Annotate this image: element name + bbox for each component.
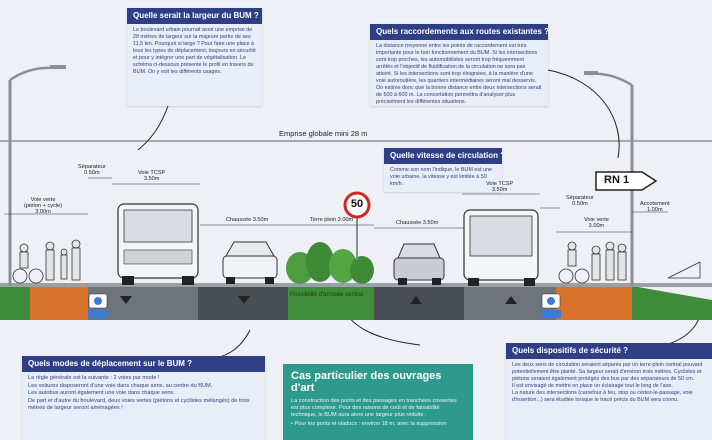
chaussee-left-label: Chaussée 3.50m (226, 217, 269, 223)
largeur-title: Quelle serait la largeur du BUM ? (127, 8, 262, 24)
lane-marker-right-2 (505, 296, 517, 304)
ouvrages-box: Cas particulier des ouvrages d'art La co… (283, 364, 473, 440)
speed-sign-icon (343, 191, 371, 219)
rn1-sign-label: RN 1 (604, 174, 630, 186)
bus-right-icon (463, 209, 539, 286)
chaussee-right-label: Chaussée 3.50m (396, 220, 439, 226)
securite-text: Les deux sens de circulation seraient sé… (512, 362, 703, 403)
vitesse-box: Quelle vitesse de circulation ? Comme so… (384, 148, 502, 192)
ground-orange-left (30, 286, 88, 320)
modes-title: Quels modes de déplacement sur le BUM ? (22, 356, 265, 372)
pedestrians-left-icon (12, 239, 81, 284)
ground-orange-right (556, 286, 632, 320)
voie-verte-left-label: Voie verte(piéton + cycle)3.00m (24, 197, 63, 215)
rn1-sign (595, 171, 658, 191)
largeur-text: Le boulevard urbain pourrait avoir une e… (133, 27, 256, 75)
ouvrages-title: Cas particulier des ouvrages d'art (291, 370, 442, 394)
car-right-icon (393, 243, 445, 285)
emprise-label: Emprise globale mini 28 m (276, 130, 371, 137)
terre-plein-note: Possibilité d'arrosée central (290, 292, 364, 298)
vitesse-title: Quelle vitesse de circulation ? (384, 148, 502, 164)
slope-icon (667, 261, 701, 279)
pedestrians-right-icon (558, 241, 627, 284)
ground-dark-road-left (198, 286, 288, 320)
ground-terre-plein (288, 286, 374, 320)
lane-marker-right-1 (410, 296, 422, 304)
modes-text: La règle générale est la suivante : 2 vo… (28, 375, 250, 412)
bus-left-icon (117, 203, 199, 285)
lane-marker-left-1 (120, 296, 132, 304)
connector-curve-right (547, 69, 620, 159)
modes-box: Quels modes de déplacement sur le BUM ? … (22, 356, 265, 440)
ouvrages-text: La construction des ponts et des passage… (291, 398, 457, 418)
speed-sign-value: 50 (350, 198, 364, 210)
ouvrages-bullet: • Pour les ponts et viaducs : environ 18… (291, 421, 447, 427)
securite-title: Quels dispositifs de sécurité ? (506, 343, 712, 359)
raccordements-box: Quels raccordements aux routes existante… (370, 24, 548, 106)
plants-icon (286, 242, 374, 284)
securite-box: Quels dispositifs de sécurité ? Les deux… (506, 343, 712, 440)
lane-marker-left-2 (238, 296, 250, 304)
terre-plein-label: Terre plein 3.00m (310, 217, 354, 223)
car-left-icon (222, 241, 278, 284)
raccordements-text: La distance moyenne entre les points de … (376, 43, 542, 105)
raccordements-title: Quels raccordements aux routes existante… (370, 24, 548, 40)
vitesse-text: Comme son nom l'indique, le BUM est une … (390, 167, 493, 187)
connector-curve-left (137, 105, 169, 151)
ground-green-right (632, 286, 712, 320)
largeur-box: Quelle serait la largeur du BUM ? Le bou… (127, 8, 262, 106)
ground-green-left (0, 286, 30, 320)
surface-line (0, 283, 712, 287)
